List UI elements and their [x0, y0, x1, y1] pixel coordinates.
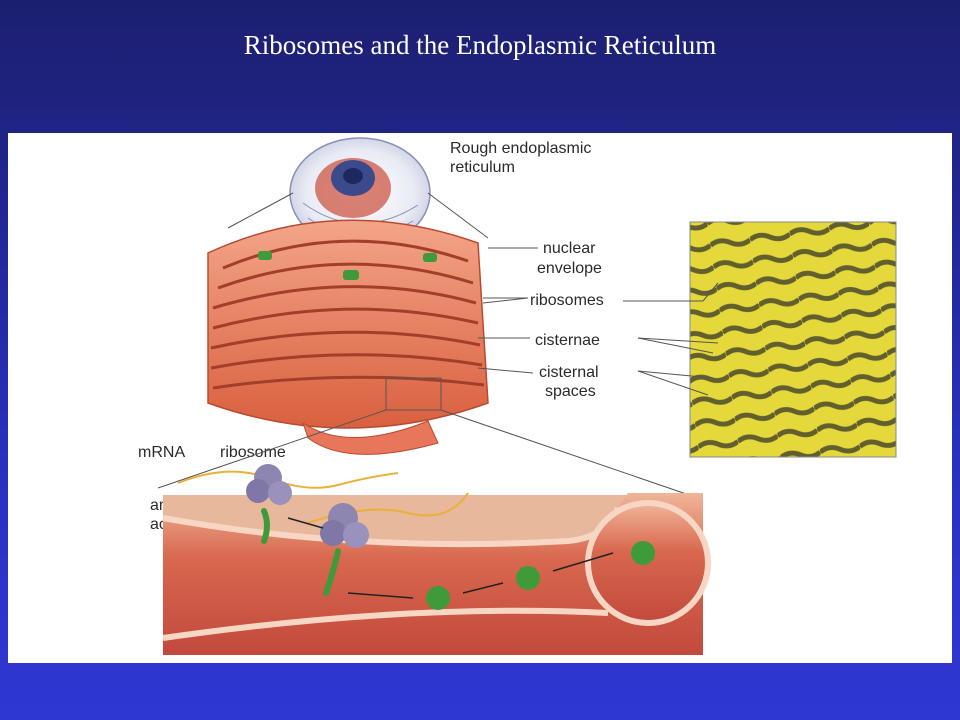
rough-er-figure: Rough endoplasmic reticulum nuclear enve… [8, 133, 952, 663]
label-ribosome: ribosome [220, 444, 286, 461]
mrna-strand [177, 470, 399, 489]
protein-chain [261, 508, 270, 544]
label-nuclear-line2: envelope [537, 260, 602, 277]
folded-protein-2 [516, 566, 540, 590]
rough-er-stack [207, 219, 489, 455]
label-nuclear-line1: nuclear [543, 240, 596, 257]
slide-title: Ribosomes and the Endoplasmic Reticulum [243, 30, 717, 60]
label-mrna: mRNA [138, 444, 185, 461]
electron-micrograph [689, 221, 897, 458]
label-cisternae: cisternae [535, 332, 600, 349]
folded-protein-3 [631, 541, 655, 565]
cell-illustration [289, 137, 431, 249]
ribosome-shape-2 [320, 503, 369, 548]
figure-canvas: Rough endoplasmic reticulum nuclear enve… [138, 137, 897, 655]
label-rer-line1: Rough endoplasmic [450, 140, 591, 157]
label-ribosomes: ribosomes [530, 292, 604, 309]
label-rer-line2: reticulum [450, 159, 515, 176]
ribosome-shape [246, 464, 292, 505]
protein-chain-2 [323, 548, 341, 596]
folded-protein [426, 586, 450, 610]
label-spaces-line1: cisternal [539, 364, 599, 381]
enlarged-er-membrane [162, 493, 711, 655]
label-spaces-line2: spaces [545, 383, 596, 400]
